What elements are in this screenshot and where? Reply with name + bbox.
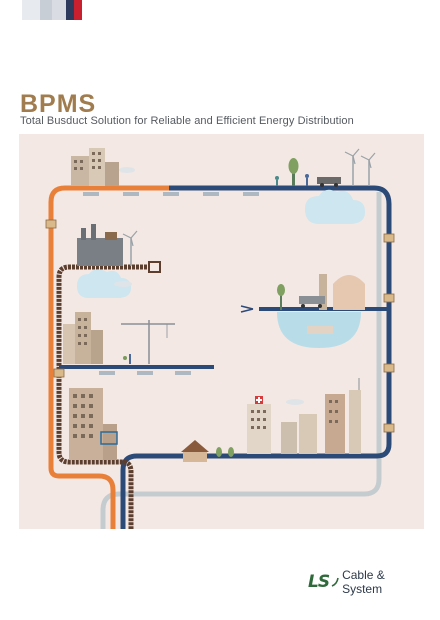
gray-busduct (100, 192, 382, 529)
company-logo: LS Cable & System (308, 568, 428, 596)
logo-swoosh-icon (331, 577, 339, 587)
document-subtitle: Total Busduct Solution for Reliable and … (20, 115, 354, 127)
top-right-scene (275, 148, 376, 224)
logo-mark: LS (308, 572, 330, 592)
brown-cable (56, 264, 155, 529)
bottom-right-town (181, 378, 361, 462)
navy-busduct-top (120, 185, 392, 529)
busduct-city-illustration (19, 134, 424, 529)
factory-scene (77, 224, 138, 298)
top-left-buildings (71, 148, 135, 186)
corner-color-tab (22, 0, 82, 20)
power-plant-island (240, 274, 365, 348)
orange-busduct (48, 185, 169, 529)
illustration-svg (45, 148, 395, 529)
document-title: BPMS (20, 90, 97, 118)
logo-text: Cable & System (342, 568, 385, 596)
construction-scene (63, 312, 175, 364)
apartment-block (69, 388, 118, 460)
